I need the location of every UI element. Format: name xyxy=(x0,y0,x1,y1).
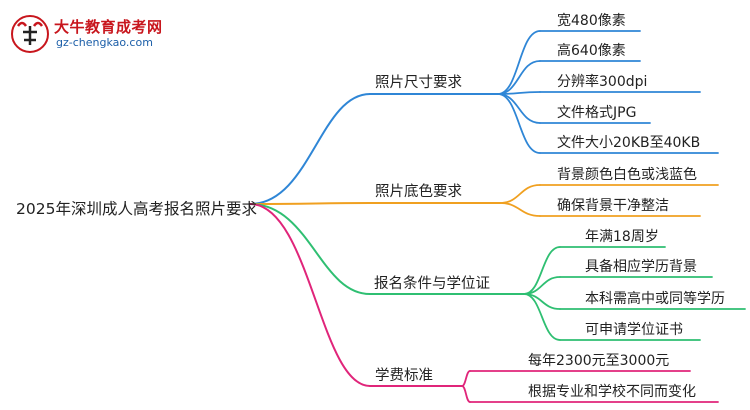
leaf-connector xyxy=(497,30,541,95)
bull-head-logo-icon xyxy=(11,15,49,53)
leaf-connector xyxy=(523,246,561,295)
leaf-age: 年满18周岁 xyxy=(585,229,659,245)
leaf-bachelor-req: 本科需高中或同等学历 xyxy=(585,291,725,307)
leaf-connector xyxy=(499,202,541,217)
root-node: 2025年深圳成人高考报名照片要求 xyxy=(16,200,257,218)
leaf-degree-cert: 可申请学位证书 xyxy=(585,322,683,338)
leaf-tuition-range: 每年2300元至3000元 xyxy=(528,353,670,369)
leaf-connector xyxy=(497,60,541,95)
branch-tuition: 学费标准 xyxy=(375,368,433,384)
leaf-tuition-varies: 根据专业和学校不同而变化 xyxy=(528,384,696,400)
leaf-format: 文件格式JPG xyxy=(557,105,637,121)
branch-connector xyxy=(249,93,371,205)
leaf-connector xyxy=(461,385,471,403)
branch-background-color: 照片底色要求 xyxy=(375,184,462,200)
leaf-education: 具备相应学历背景 xyxy=(585,259,697,275)
leaf-file-size: 文件大小20KB至40KB xyxy=(557,135,701,151)
leaf-bg-clean: 确保背景干净整洁 xyxy=(557,198,669,214)
leaf-connector xyxy=(499,184,541,204)
leaf-resolution: 分辨率300dpi xyxy=(557,74,648,90)
branch-size-requirements: 照片尺寸要求 xyxy=(375,75,462,91)
leaf-bg-color: 背景颜色白色或浅蓝色 xyxy=(557,167,697,183)
leaf-connector xyxy=(497,93,541,154)
branch-connector xyxy=(249,203,371,387)
branch-connector xyxy=(249,202,371,205)
logo-site-name: 大牛教育成考网 xyxy=(54,18,163,36)
leaf-connector xyxy=(461,370,471,387)
leaf-width: 宽480像素 xyxy=(557,13,626,29)
branch-connector xyxy=(249,203,371,295)
leaf-connector xyxy=(523,293,561,341)
logo-site-url: gz-chengkao.com xyxy=(56,36,153,49)
leaf-connector xyxy=(497,93,541,124)
leaf-height: 高640像素 xyxy=(557,43,626,59)
site-logo[interactable]: 大牛教育成考网 gz-chengkao.com xyxy=(10,14,180,60)
branch-eligibility-degree: 报名条件与学位证 xyxy=(374,276,490,292)
